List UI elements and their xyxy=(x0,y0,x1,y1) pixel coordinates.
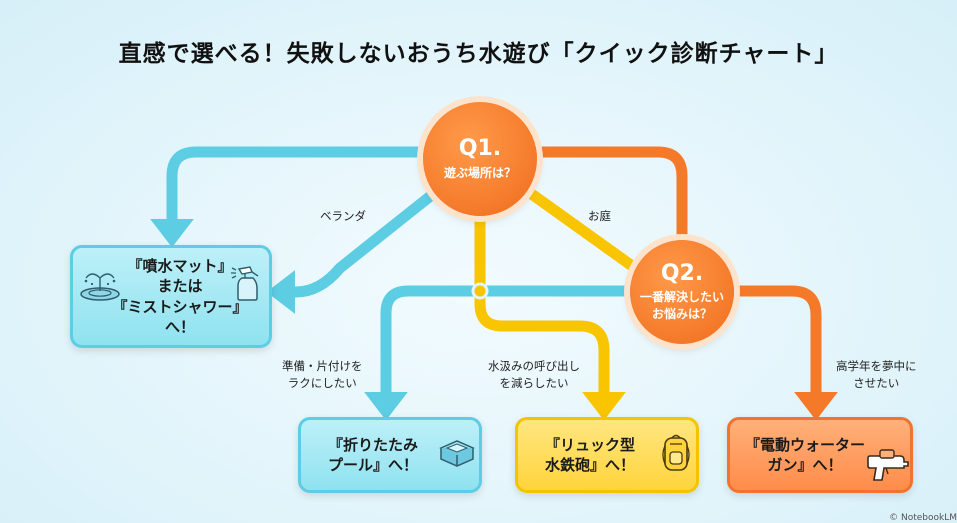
edge-label-veranda: ベランダ xyxy=(320,209,366,223)
veranda-line xyxy=(266,184,444,314)
edge-label-prep-cleanup: 準備・片付けを ラクにしたい xyxy=(282,359,363,390)
result-label-mist: 『噴水マット』 または 『ミストシャワー』へ！ xyxy=(112,257,248,336)
copyright-text: © NotebookLM xyxy=(889,513,957,523)
q1-text: 遊ぶ場所は？ xyxy=(443,165,516,180)
electric-water-gun-icon xyxy=(867,449,909,481)
result-box-backpack: 『リュック型 水鉄砲』へ！ xyxy=(515,417,699,493)
q1-number: Q1. xyxy=(458,136,502,162)
q2-text: 一番解決したい お悩みは？ xyxy=(639,290,724,321)
folding-pool-icon xyxy=(439,440,475,467)
garden-line xyxy=(520,184,641,274)
edge-label-older-kids: 高学年を夢中に させたい xyxy=(836,359,917,390)
fountain-mat-icon xyxy=(80,273,120,301)
backpack-water-gun-icon xyxy=(662,434,690,471)
q1-to-mist-line xyxy=(150,146,429,248)
chart-title: 直感で選べる！失敗しないおうち水遊び「クイック診断チャート」 xyxy=(118,41,839,67)
q1-to-backpack-line xyxy=(474,199,626,421)
q2-to-watergun-line xyxy=(724,285,838,421)
question-node-q2: Q2. 一番解決したい お悩みは？ xyxy=(630,240,734,344)
result-label-pool: 『折りたたみ プール』へ！ xyxy=(327,435,418,474)
q2-number: Q2. xyxy=(660,261,704,287)
question-node-q1: Q1. 遊ぶ場所は？ xyxy=(423,102,537,216)
result-label-backpack: 『リュック型 水鉄砲』へ！ xyxy=(544,435,635,474)
q1-to-q2-line xyxy=(531,146,688,242)
result-label-watergun: 『電動ウォーター ガン』へ！ xyxy=(744,435,865,474)
edge-label-water-trips: 水汲みの呼び出し を減らしたい xyxy=(488,359,580,390)
spray-bottle-icon xyxy=(231,266,259,301)
edge-label-garden: お庭 xyxy=(588,209,611,223)
q2-to-pool-line xyxy=(364,285,636,421)
